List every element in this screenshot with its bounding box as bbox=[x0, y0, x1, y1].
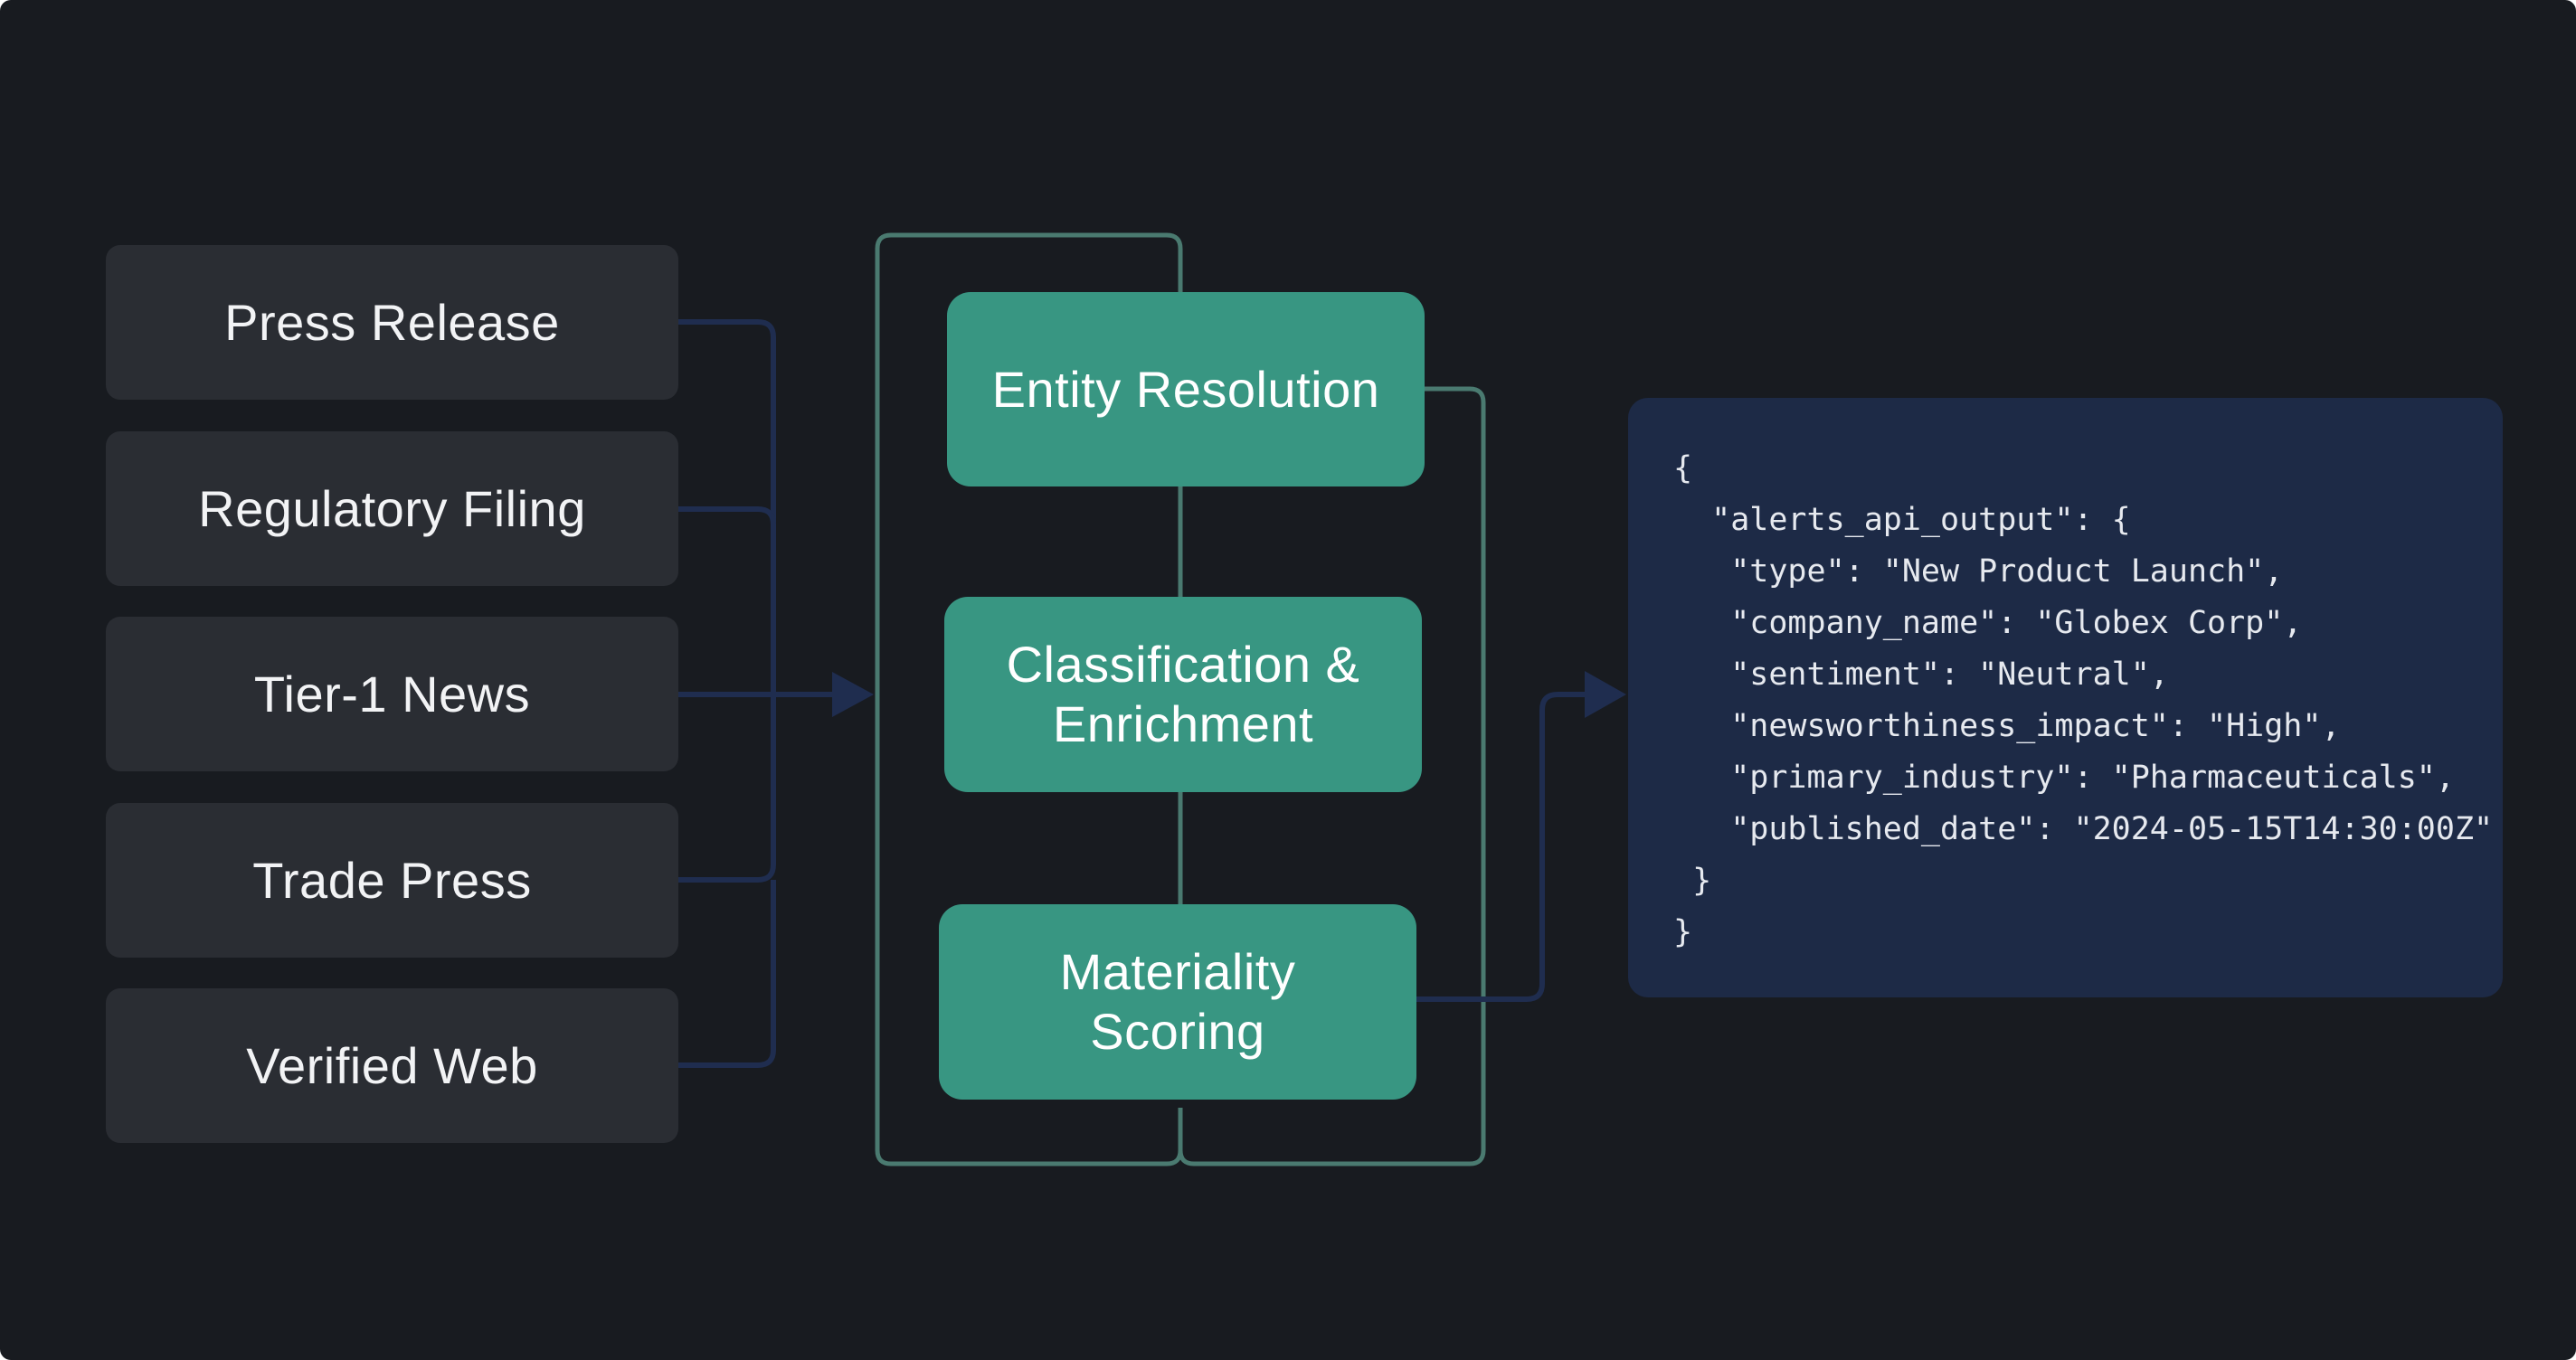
feeder-press-release bbox=[678, 319, 776, 694]
stage-label-line: Materiality bbox=[1059, 943, 1296, 1000]
code-line: "type": "New Product Launch", bbox=[1673, 553, 2284, 590]
stage-entity-resolution: Entity Resolution bbox=[947, 292, 1425, 486]
stage-label-line: Scoring bbox=[1090, 1003, 1265, 1060]
code-line: "primary_industry": "Pharmaceuticals", bbox=[1673, 760, 2455, 796]
alerts-output-panel: { "alerts_api_output": { "type": "New Pr… bbox=[1628, 398, 2503, 997]
arrow-into-output bbox=[1585, 671, 1626, 718]
code-line: "alerts_api_output": { bbox=[1673, 502, 2131, 538]
pipeline-frame-left bbox=[875, 232, 1183, 1166]
arrow-into-pipeline bbox=[832, 672, 874, 717]
code-line: } bbox=[1673, 863, 1712, 899]
code-line: "published_date": "2024-05-15T14:30:00Z" bbox=[1673, 811, 2494, 847]
code-line: "company_name": "Globex Corp", bbox=[1673, 605, 2303, 641]
source-tier1-news: Tier-1 News bbox=[106, 617, 678, 771]
stage-classification-enrichment: Classification & Enrichment bbox=[944, 597, 1422, 792]
code-line: "newsworthiness_impact": "High", bbox=[1673, 708, 2341, 744]
stage-label-line: Classification & bbox=[1006, 636, 1360, 693]
feeder-verified-web bbox=[678, 880, 776, 1068]
source-label: Verified Web bbox=[246, 1037, 538, 1094]
stage-label-line: Entity Resolution bbox=[991, 360, 1380, 418]
feeder-trade-press bbox=[678, 694, 776, 883]
json-output-code: { "alerts_api_output": { "type": "New Pr… bbox=[1673, 443, 2493, 959]
feeder-regulatory-filing bbox=[678, 506, 776, 525]
source-label: Tier-1 News bbox=[253, 666, 531, 722]
connector-to-output bbox=[1416, 692, 1592, 1002]
pipeline-frame-right bbox=[1178, 386, 1486, 1166]
source-press-release: Press Release bbox=[106, 245, 678, 400]
code-line: "sentiment": "Neutral", bbox=[1673, 656, 2169, 693]
source-trade-press: Trade Press bbox=[106, 803, 678, 958]
stage-materiality-scoring: Materiality Scoring bbox=[939, 904, 1416, 1100]
source-verified-web: Verified Web bbox=[106, 988, 678, 1143]
source-label: Regulatory Filing bbox=[198, 480, 586, 537]
source-label: Trade Press bbox=[252, 852, 532, 909]
source-regulatory-filing: Regulatory Filing bbox=[106, 431, 678, 586]
code-line: } bbox=[1673, 914, 1693, 950]
source-label: Press Release bbox=[224, 294, 560, 351]
code-line: { bbox=[1673, 450, 1693, 486]
stage-label-line: Enrichment bbox=[1052, 695, 1314, 752]
